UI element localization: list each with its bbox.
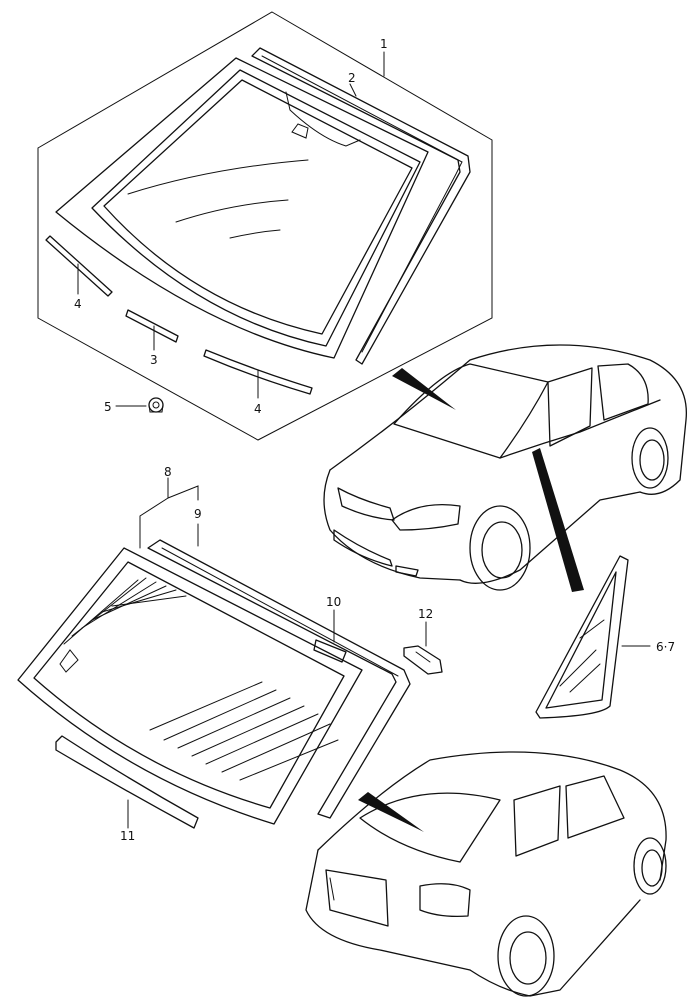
- windshield-glass-inner2: [103, 79, 413, 335]
- front-car-illustration: [323, 344, 687, 592]
- windshield-glass: [55, 57, 429, 359]
- back-glass: [17, 547, 363, 825]
- part-10: [313, 639, 347, 663]
- mirror-mount: [285, 91, 361, 147]
- label-2: 2: [348, 71, 356, 85]
- label-1: 1: [380, 37, 388, 51]
- quarter-window: 6·7: [535, 555, 675, 719]
- strip-4-right: [203, 349, 313, 395]
- label-6-7: 6·7: [656, 640, 675, 654]
- label-9: 9: [194, 507, 202, 521]
- windshield-group: 1 2 4 3 4 5: [37, 11, 493, 441]
- clip-5: [148, 397, 164, 413]
- part-12: [403, 621, 443, 675]
- label-11: 11: [120, 829, 135, 843]
- rear-car-illustration: [305, 751, 667, 997]
- strip-11: [55, 735, 199, 829]
- strip-3: [125, 309, 179, 343]
- label-12: 12: [418, 607, 433, 621]
- label-8: 8: [164, 465, 172, 479]
- windshield-group-outline: [37, 11, 493, 441]
- label-3: 3: [150, 353, 158, 367]
- label-10: 10: [326, 595, 341, 609]
- back-glass-group: 8 9 10 12: [17, 465, 443, 843]
- label-4a: 4: [74, 297, 82, 311]
- strip-4-left: [45, 235, 113, 297]
- back-glass-molding: [147, 539, 411, 819]
- windshield-glass-inner: [91, 69, 421, 347]
- windshield-molding: [251, 47, 471, 365]
- label-4b: 4: [254, 402, 262, 416]
- label-5: 5: [104, 400, 112, 414]
